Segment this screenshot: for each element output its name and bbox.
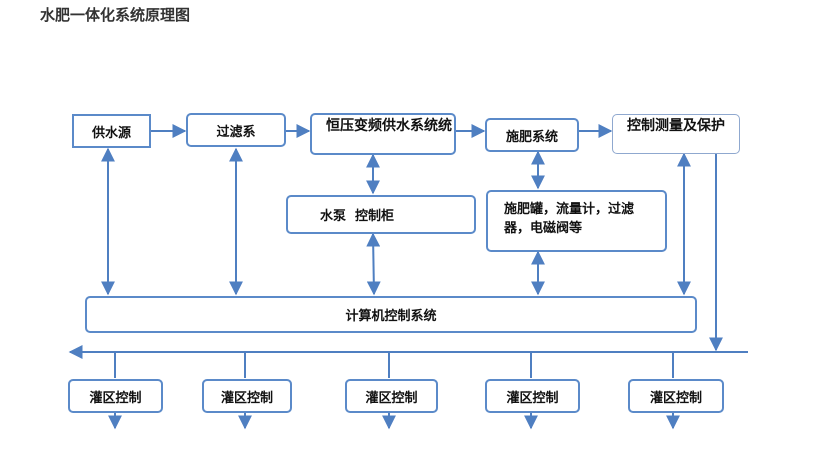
node-fertilizer-system: 施肥系统 <box>485 118 579 152</box>
node-irrigation-control-5: 灌区控制 <box>628 379 724 413</box>
node-irrigation-control-2: 灌区控制 <box>202 379 292 413</box>
node-constant-pressure: 恒压变频供水系统统 <box>310 113 456 155</box>
node-computer-control: 计算机控制系统 <box>85 296 697 333</box>
node-pump-cabinet: 水泵 控制柜 <box>286 195 476 234</box>
node-irrigation-control-1: 灌区控制 <box>68 379 163 413</box>
node-irrigation-control-4: 灌区控制 <box>485 379 580 413</box>
node-water-source: 供水源 <box>72 114 151 148</box>
node-fertilizer-equipment: 施肥罐，流量计，过滤器，电磁阀等 <box>486 190 667 252</box>
arrow-pump-computer <box>366 232 381 296</box>
node-filter-system: 过滤系 <box>186 113 286 147</box>
node-control-protection: 控制测量及保护 <box>612 114 740 154</box>
diagram-title: 水肥一体化系统原理图 <box>40 6 191 24</box>
node-irrigation-control-3: 灌区控制 <box>345 379 438 413</box>
